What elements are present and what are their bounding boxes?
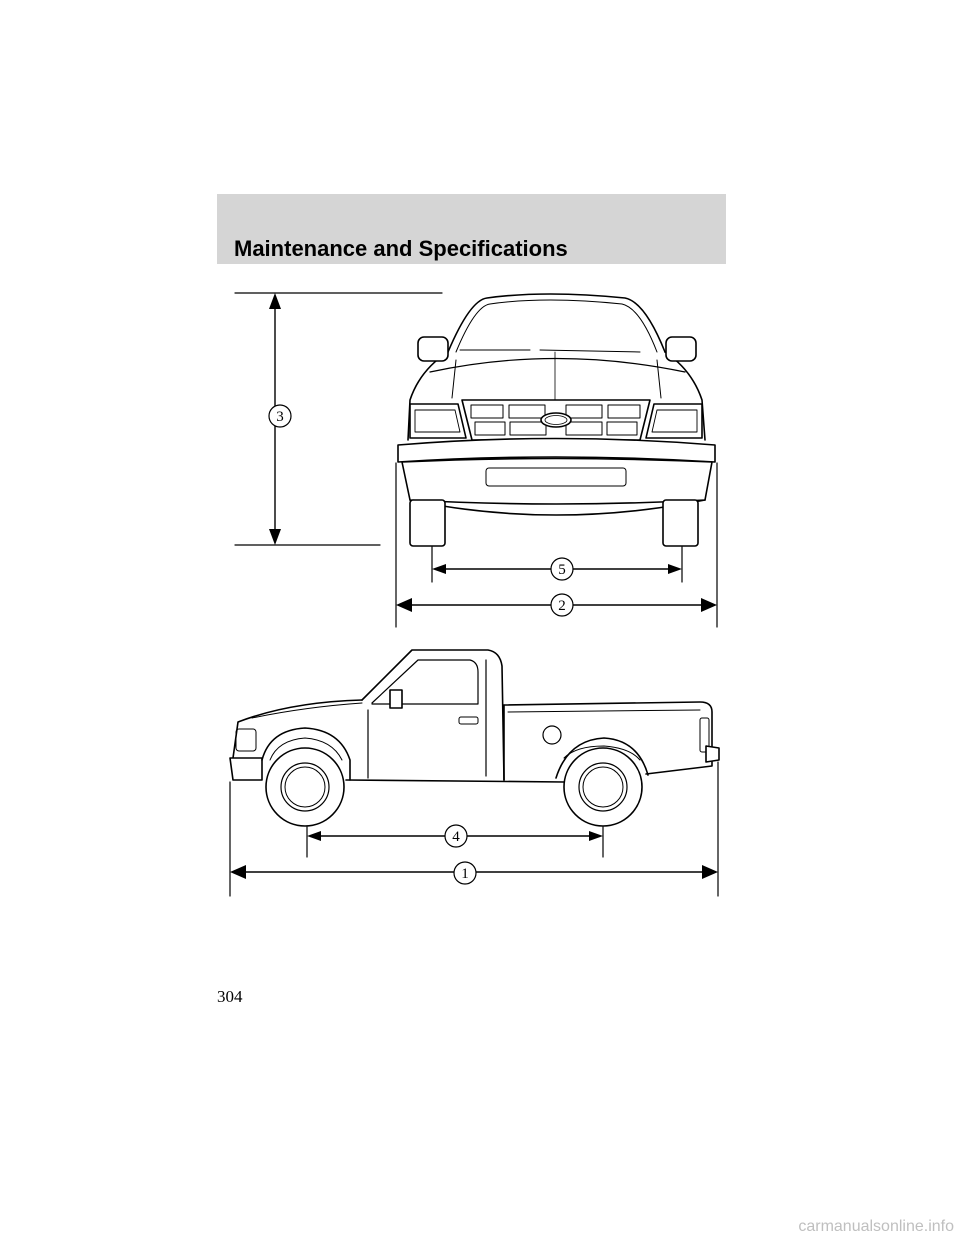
callout-wheelbase: 4 bbox=[444, 824, 468, 848]
svg-text:2: 2 bbox=[558, 598, 566, 614]
svg-text:3: 3 bbox=[276, 409, 284, 425]
arrowhead-down bbox=[269, 529, 281, 545]
section-header-band: Maintenance and Specifications bbox=[217, 194, 726, 264]
watermark: carmanualsonline.info bbox=[798, 1218, 954, 1235]
callout-length: 1 bbox=[453, 861, 477, 885]
side-view-truck bbox=[229, 649, 720, 827]
callout-width: 2 bbox=[550, 593, 574, 617]
svg-text:5: 5 bbox=[558, 562, 566, 578]
callout-track: 5 bbox=[550, 557, 574, 581]
svg-text:1: 1 bbox=[461, 866, 469, 882]
front-view-truck bbox=[397, 293, 716, 547]
page-number: 304 bbox=[217, 987, 243, 1006]
svg-text:4: 4 bbox=[452, 829, 460, 845]
side-wheelbase-dimension bbox=[306, 826, 604, 858]
section-title: Maintenance and Specifications bbox=[234, 236, 568, 261]
arrowhead-up bbox=[269, 293, 281, 309]
callout-height: 3 bbox=[268, 404, 292, 428]
